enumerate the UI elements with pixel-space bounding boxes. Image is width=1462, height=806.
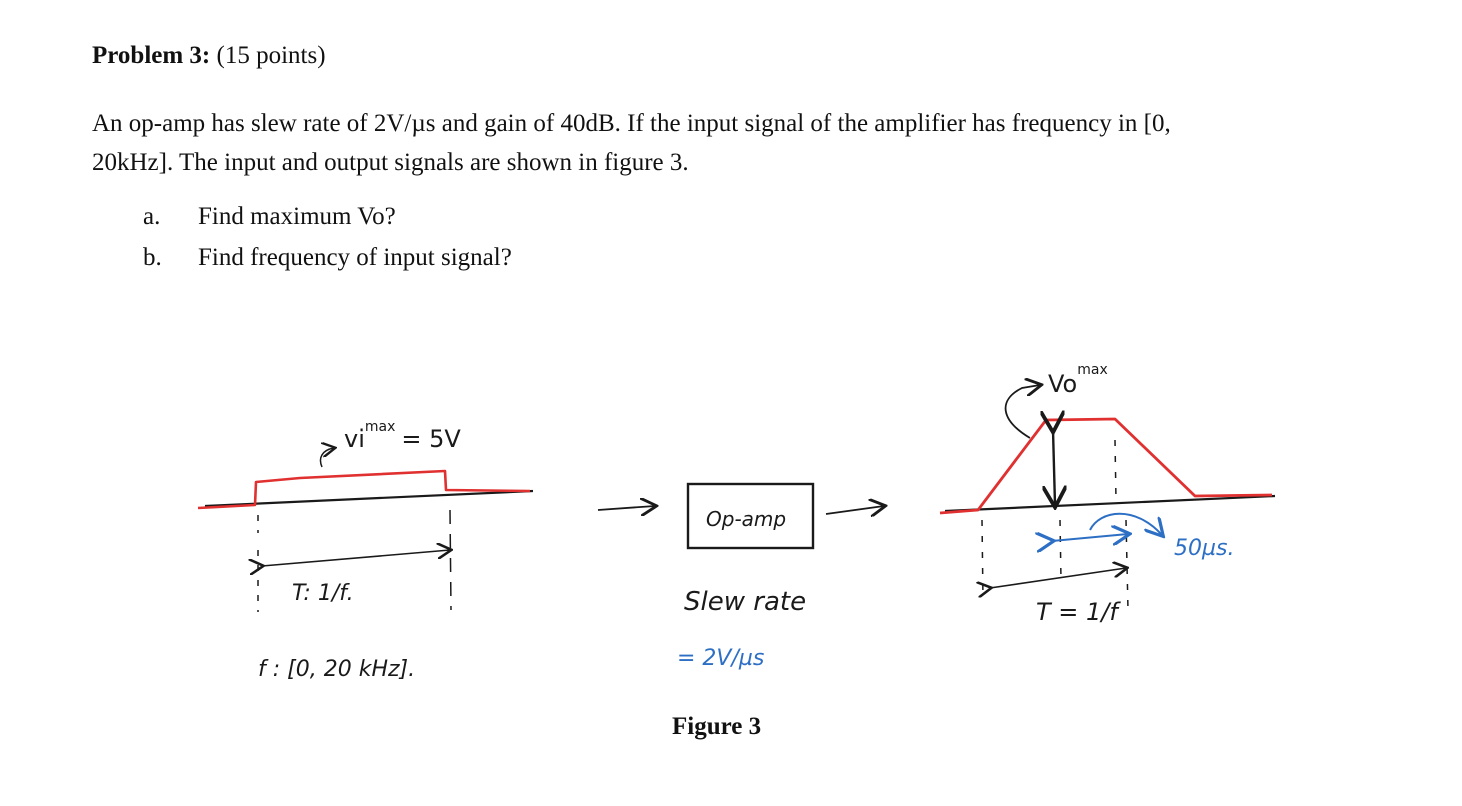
opamp-to-output-arrow (825, 506, 884, 514)
vi-pointer-arrow (319, 448, 335, 468)
input-period-arrow (262, 550, 450, 566)
input-frequency-range: f : [0, 20 kHz]. (258, 657, 415, 682)
statement-line-1: An op-amp has slew rate of 2V/µs and gai… (92, 110, 1171, 137)
problem-number: Problem 3: (92, 42, 211, 69)
slew-rate-label: Slew rate (684, 587, 806, 617)
output-period-arrow (990, 568, 1126, 588)
input-to-opamp-arrow (597, 506, 655, 510)
question-a-label: a. (143, 203, 161, 230)
question-b-text: Find frequency of input signal? (198, 244, 512, 271)
output-period-label: T = 1/f (1036, 598, 1121, 626)
vi-max-label: vimax= 5V (344, 419, 461, 453)
output-signal-group: Vomax 50µs. T = 1/f (939, 362, 1276, 626)
opamp-box (686, 482, 815, 550)
rise-time-label: 50µs. (1174, 536, 1234, 561)
output-trapezoid-waveform (939, 417, 1273, 515)
input-signal-group: vimax= 5V T: 1/f. f : [0, 20 kHz]. (197, 419, 534, 682)
question-a: a. Find maximum Vo? (143, 203, 396, 231)
vo-max-label: Vomax (1048, 362, 1108, 398)
vo-amplitude-arrow (1053, 430, 1055, 505)
problem-statement: An op-amp has slew rate of 2V/µs and gai… (92, 104, 1392, 182)
problem-points: (15 points) (216, 42, 326, 69)
question-b: b. Find frequency of input signal? (143, 244, 512, 272)
input-pulse-waveform (197, 469, 531, 510)
opamp-group: Op-amp Slew rate = 2V/µs (597, 482, 884, 671)
rise-time-pointer (1089, 512, 1162, 535)
opamp-box-label: Op-amp (706, 507, 786, 531)
vo-pointer-arrow (1004, 385, 1040, 439)
question-a-text: Find maximum Vo? (198, 203, 396, 230)
statement-line-2: 20kHz]. The input and output signals are… (92, 149, 689, 176)
output-time-axis (944, 494, 1276, 513)
slew-rate-value: = 2V/µs (677, 646, 764, 671)
input-period-label: T: 1/f. (292, 581, 354, 606)
question-b-label: b. (143, 244, 162, 271)
input-time-axis (204, 489, 534, 508)
rise-time-marker (1052, 534, 1128, 541)
problem-title: Problem 3: (15 points) (92, 42, 326, 70)
figure-caption: Figure 3 (672, 713, 762, 740)
